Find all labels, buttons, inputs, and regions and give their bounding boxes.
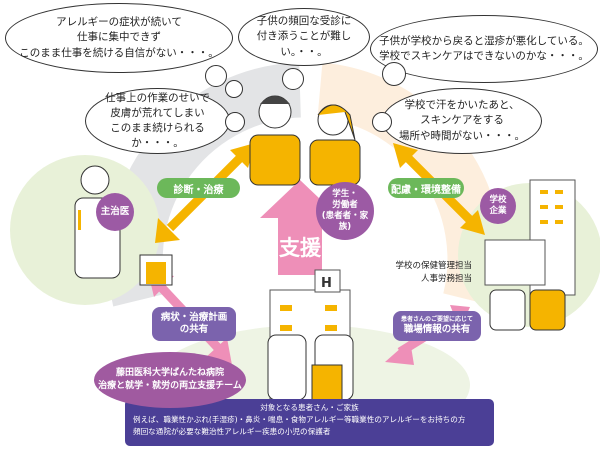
target-title: 対象となる患者さん・ご家族	[260, 403, 359, 412]
school-building	[484, 179, 576, 331]
hospital-team-label: 藤田医科大学ばんたね病院 治療と就学・就労の両立支援チーム	[94, 352, 246, 408]
school-company-badge: 学校 企業	[480, 188, 516, 224]
diagnosis-treatment-label: 診断・治療	[157, 178, 240, 198]
school-staff-label: 学校の保健管理担当 人事労務担当	[395, 261, 472, 284]
thought-dot	[282, 68, 304, 90]
thought-dot	[372, 112, 392, 132]
target-line-1: 例えば、職業性かぶれ(手湿疹)・鼻炎・喘息・食物アレルギー等職業性のアレルギーを…	[133, 414, 466, 424]
student-figure	[309, 104, 361, 186]
thought-bubble-work-skin: 仕事上の作業のせいで 皮膚が荒れてしまい このまま続けられるか・・・。	[85, 88, 230, 154]
thought-bubble-child-eczema: 子供が学校から戻ると湿疹が悪化している。 学校でスキンケアはできないのかな・・・…	[370, 15, 598, 83]
thought-dot	[382, 62, 406, 86]
hospital-building: H	[267, 269, 354, 401]
thought-dot	[225, 80, 243, 98]
target-patients-box: 対象となる患者さん・ご家族 例えば、職業性かぶれ(手湿疹)・鼻炎・喘息・食物アレ…	[125, 399, 494, 446]
thought-dot	[205, 65, 227, 87]
hospital-h-sign: H	[321, 276, 332, 291]
share-workplace-info-label: 患者さんのご要望に応じて 職場情報の共有	[393, 311, 481, 341]
support-label: 支援	[279, 236, 321, 260]
patient-badge: 学生・ 労働者 (患者者・家族)	[316, 182, 374, 240]
thought-bubble-allergy-work: アレルギーの症状が続いて 仕事に集中できず このまま仕事を続ける自信がない・・・…	[5, 3, 233, 73]
consideration-label: 配慮・環境整備	[388, 178, 464, 198]
thought-bubble-child-visits: 子供の頻回な受診に 付き添うことが難しい。・・。	[238, 8, 370, 66]
share-workplace-title: 職場情報の共有	[403, 323, 471, 335]
doctor-badge: 主治医	[96, 193, 134, 231]
father-figure	[249, 95, 301, 186]
share-treatment-plan-label: 病状・治療計画 の共有	[152, 307, 236, 341]
thought-dot	[225, 112, 245, 132]
share-workplace-note: 患者さんのご要望に応じて	[400, 316, 473, 324]
thought-bubble-school-skincare: 学校で汗をかいたあと、 スキンケアをする 場所や時間がない・・・。	[382, 88, 542, 154]
target-line-2: 頻回な通院が必要な難治性アレルギー疾患の小児の保護者	[133, 426, 331, 436]
